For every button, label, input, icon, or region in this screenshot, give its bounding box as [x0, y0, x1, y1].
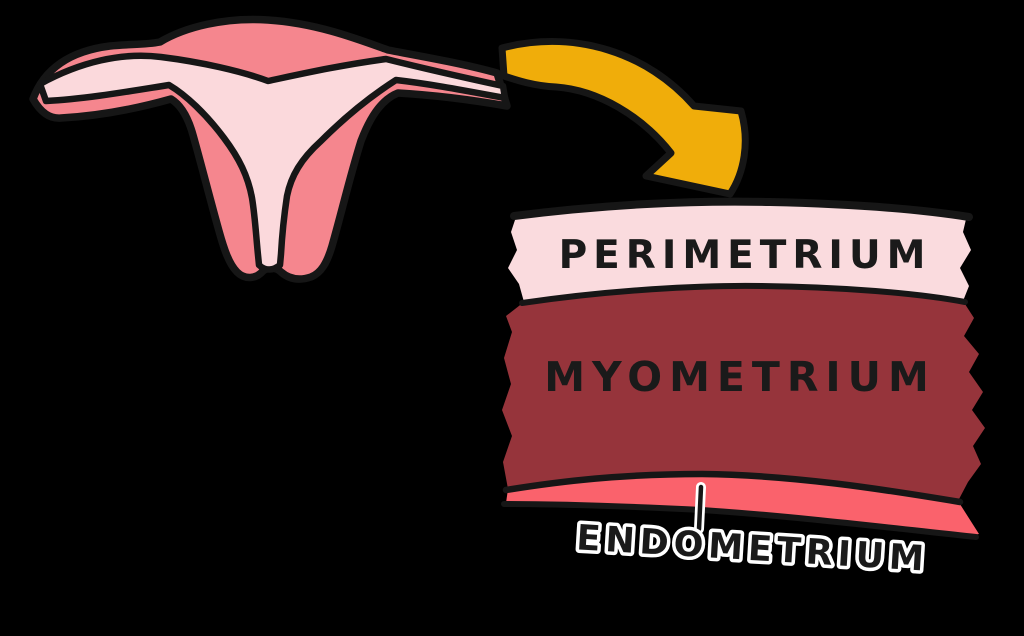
myometrium-endometrium-boundary-line — [502, 470, 964, 506]
endometrium-pointer-line — [696, 484, 704, 532]
perimetrium-layer — [508, 200, 971, 302]
uterus-cavity — [36, 52, 509, 273]
zoom-arrow-icon — [498, 38, 749, 198]
uterus-illustration — [29, 15, 511, 283]
perimetrium-myometrium-boundary-line — [519, 282, 968, 306]
panel-top-outline — [510, 197, 973, 221]
myometrium-layer — [502, 284, 985, 501]
perimetrium-label: PERIMETRIUM — [559, 233, 932, 278]
myometrium-label: MYOMETRIUM — [544, 353, 936, 401]
wall-layers-panel: PERIMETRIUM MYOMETRIUM ENDOMETRIUM — [501, 197, 985, 583]
